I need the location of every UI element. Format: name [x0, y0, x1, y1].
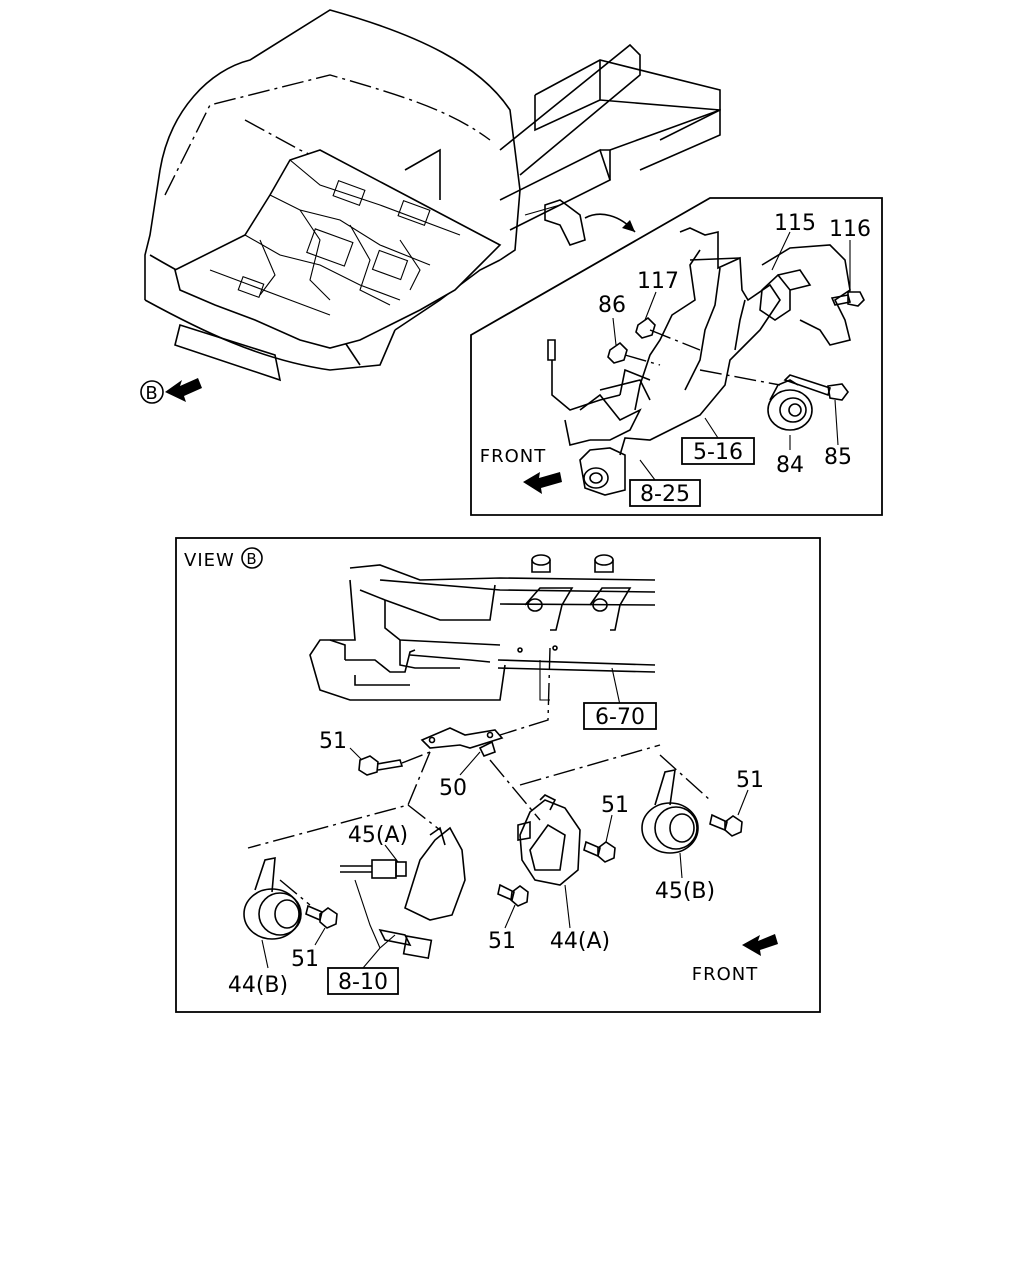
callout-85: 85	[824, 445, 852, 470]
ref-box-5-16	[681, 437, 755, 465]
callout-84: 84	[776, 453, 804, 478]
detail-view-b-frame	[175, 537, 821, 1013]
callout-44a: 44(A)	[550, 929, 610, 954]
front-arrow-view-b	[742, 934, 778, 956]
callout-115: 115	[774, 211, 816, 236]
callout-51-mid: 51	[601, 793, 629, 818]
ref-6-70: 6-70	[595, 705, 645, 730]
callout-86: 86	[598, 293, 626, 318]
callout-51-left: 51	[319, 729, 347, 754]
ref-8-25: 8-25	[640, 482, 690, 507]
view-b-title: VIEW	[184, 550, 235, 571]
top-leaders	[612, 231, 865, 481]
callout-50: 50	[439, 776, 467, 801]
callout-45a: 45(A)	[348, 823, 408, 848]
view-b-marker-circle	[140, 380, 164, 404]
ref-8-10: 8-10	[338, 970, 388, 995]
view-b-illustration	[243, 554, 743, 960]
view-b-title-circle	[241, 547, 263, 569]
ref-box-8-25	[629, 479, 701, 507]
callout-117: 117	[637, 269, 679, 294]
cab-illustration	[144, 9, 721, 382]
view-b-arrow	[165, 378, 202, 402]
front-arrow-top	[523, 472, 562, 494]
ref-5-16: 5-16	[693, 440, 743, 465]
ref-box-6-70	[583, 702, 657, 730]
view-b-marker: B	[145, 383, 158, 404]
ref-box-8-10	[327, 967, 399, 995]
callout-51-bottom-left: 51	[291, 947, 319, 972]
callout-51-right: 51	[736, 768, 764, 793]
callout-116: 116	[829, 217, 871, 242]
front-label-view-b: FRONT	[692, 964, 759, 985]
view-b-title-marker: B	[246, 550, 257, 568]
callout-45b: 45(B)	[655, 879, 715, 904]
front-label-top: FRONT	[480, 446, 547, 467]
callout-51-lower: 51	[488, 929, 516, 954]
callout-44b: 44(B)	[228, 973, 288, 998]
detail-inset-top	[470, 197, 883, 516]
view-b-leaders	[261, 660, 749, 969]
